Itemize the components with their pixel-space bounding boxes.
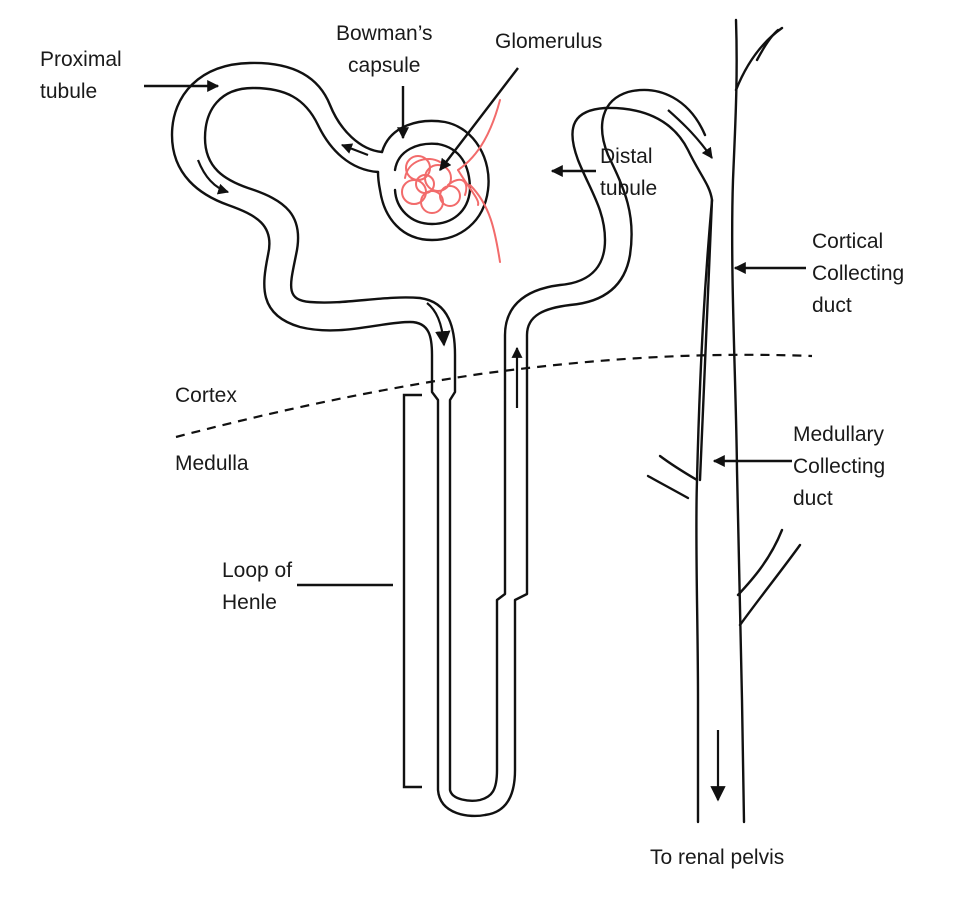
flow-arrow-distal	[667, 109, 713, 159]
label-medulla: Medulla	[175, 452, 249, 475]
label-bowmans-capsule: Bowman’s capsule	[336, 18, 433, 82]
label-medullary-line-1: Medullary	[793, 423, 885, 446]
label-distal-tubule-line-1: Distal	[600, 145, 653, 168]
label-cortical-line-3: duct	[812, 294, 852, 317]
bowmans-capsule	[376, 119, 490, 242]
label-to-renal-pelvis: To renal pelvis	[650, 846, 785, 869]
label-medullary-line-2: Collecting	[793, 455, 886, 478]
flow-arrow-descending	[426, 302, 451, 347]
capsule-outer-wall	[376, 119, 490, 242]
label-loop-of-henle-line-2: Henle	[222, 591, 277, 614]
label-cortex: Cortex	[175, 384, 237, 407]
label-proximal-tubule: Proximal tubule	[40, 44, 122, 108]
branch-right-inner	[738, 543, 802, 627]
branch-left-inner	[646, 474, 690, 500]
capsule-inner-wall	[393, 142, 472, 226]
collecting-duct-left-wall	[695, 198, 714, 824]
label-medullary-line-3: duct	[793, 487, 833, 510]
flow-arrow-proximal	[196, 159, 230, 195]
label-proximal-tubule-line-2: tubule	[40, 80, 98, 103]
flow-arrows	[196, 109, 726, 802]
label-cortical-line-1: Cortical	[812, 230, 884, 253]
label-pointers	[144, 67, 806, 587]
loop-of-henle-bracket	[402, 393, 422, 789]
cortex-medulla-boundary	[175, 353, 813, 439]
branch-right	[736, 528, 784, 597]
label-glomerulus: Glomerulus	[495, 30, 603, 53]
label-loop-of-henle-line-1: Loop of	[222, 559, 293, 582]
label-cortical-line-2: Collecting	[812, 262, 905, 285]
label-distal-tubule: Distal tubule	[600, 141, 657, 205]
label-medullary-collecting-duct: Medullary Collecting duct	[793, 419, 885, 515]
flow-arrow-capsule-exit	[340, 143, 369, 157]
glomerulus-capillaries	[401, 99, 501, 263]
label-bowmans-capsule-line-2: capsule	[348, 54, 421, 77]
collecting-duct-right-wall	[730, 18, 746, 824]
collecting-duct	[646, 18, 802, 824]
branch-left	[658, 454, 699, 482]
label-proximal-tubule-line-1: Proximal	[40, 48, 122, 71]
branch-top-right-inner	[755, 28, 780, 62]
label-bowmans-capsule-line-1: Bowman’s	[336, 22, 433, 45]
label-distal-tubule-line-2: tubule	[600, 177, 658, 200]
label-cortical-collecting-duct: Cortical Collecting duct	[812, 226, 904, 322]
pointer-glomerulus	[439, 67, 519, 171]
proximal-tubule-inner-wall	[203, 86, 714, 802]
branch-top-right	[734, 26, 784, 92]
label-loop-of-henle: Loop of Henle	[222, 555, 292, 619]
